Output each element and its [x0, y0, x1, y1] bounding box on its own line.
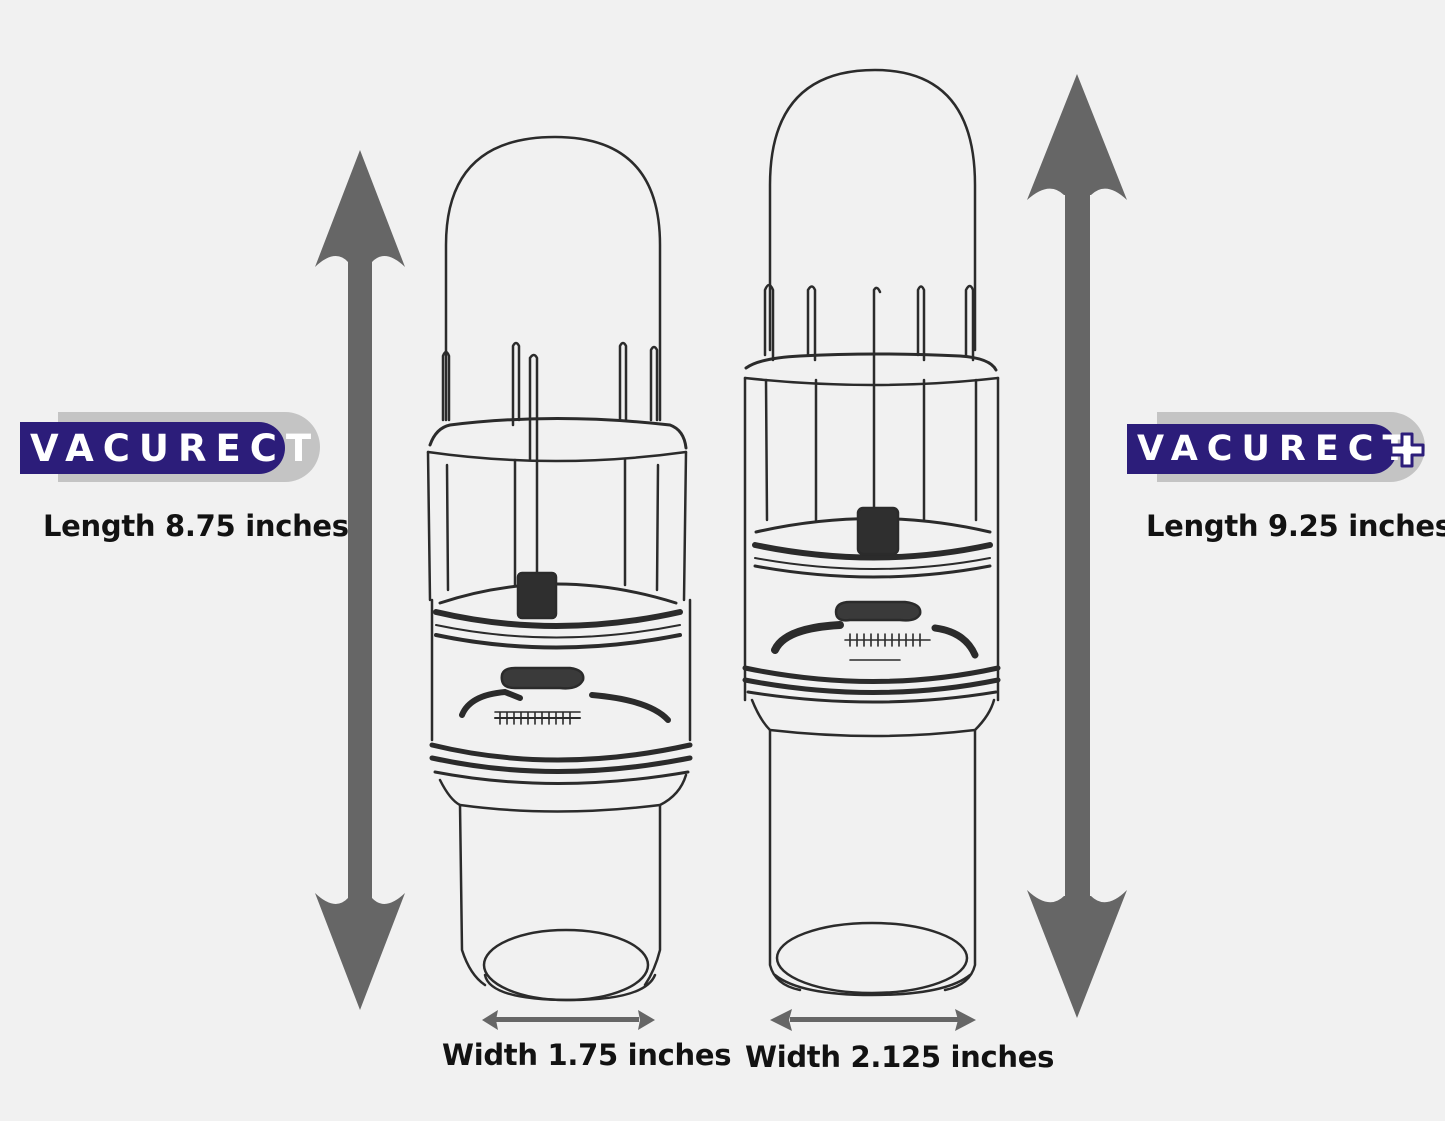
- logo-main-bar: VACURECT: [20, 422, 311, 474]
- logo-brand-text: VACURECT: [30, 426, 321, 470]
- left-width-arrow-icon: [482, 1010, 655, 1030]
- right-width-label: Width 2.125 inches: [745, 1040, 1055, 1074]
- left-length-arrow-icon: [315, 150, 405, 1010]
- right-device-illustration: [742, 68, 1001, 997]
- logo-main-bar: VACURECT: [1127, 424, 1406, 474]
- logo-brand-text: VACURECT: [1137, 429, 1416, 469]
- left-length-label: Length 8.75 inches: [43, 509, 349, 543]
- plus-icon: [1389, 432, 1425, 468]
- right-length-label: Length 9.25 inches: [1146, 509, 1445, 543]
- vacurect-plus-logo: VACURECT: [1127, 412, 1427, 484]
- right-length-arrow-icon: [1027, 74, 1127, 1018]
- left-width-label: Width 1.75 inches: [442, 1038, 732, 1072]
- left-device-illustration: [426, 135, 693, 1002]
- vacurect-logo: VACURECT: [20, 412, 320, 484]
- right-width-arrow-icon: [770, 1009, 976, 1031]
